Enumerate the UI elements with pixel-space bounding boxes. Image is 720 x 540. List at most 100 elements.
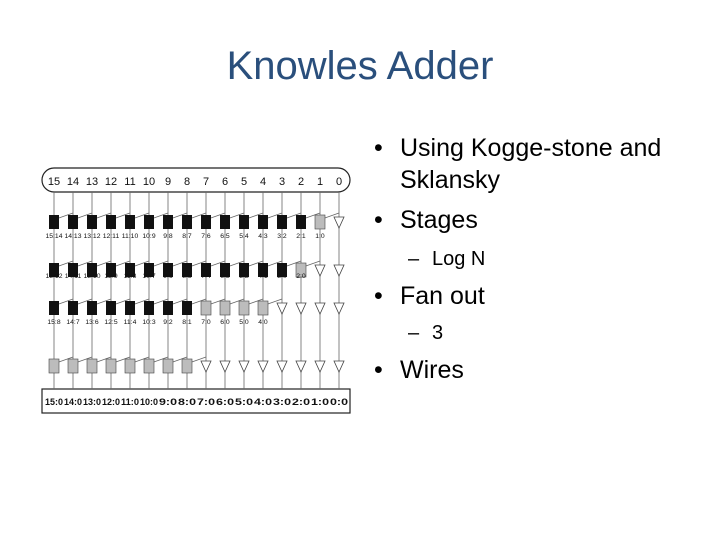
stage-label: 8:1 bbox=[182, 319, 192, 326]
gray-cell bbox=[181, 358, 193, 374]
black-cell bbox=[277, 215, 287, 229]
buffer-cell bbox=[314, 302, 326, 315]
output-label: 13:0 bbox=[83, 397, 101, 408]
output-label: 7:0 bbox=[197, 397, 215, 408]
black-cell bbox=[125, 263, 135, 277]
black-cell bbox=[125, 301, 135, 315]
stage-label: 4:3 bbox=[258, 233, 268, 240]
gray-cell bbox=[67, 358, 79, 374]
stage-label: 14:13 bbox=[64, 233, 81, 240]
black-cell bbox=[258, 215, 268, 229]
black-cell bbox=[49, 263, 59, 277]
stage-label: 7:6 bbox=[201, 233, 211, 240]
buffer-cell bbox=[314, 360, 326, 373]
buffer-cell bbox=[276, 360, 288, 373]
sub-bullet-3-text: 3 bbox=[432, 322, 444, 344]
stage-label: 12:11 bbox=[103, 233, 120, 240]
bullet-dot: • bbox=[374, 282, 383, 310]
output-label: 5:0 bbox=[235, 397, 253, 408]
input-bus bbox=[41, 167, 351, 193]
output-label: 0:0 bbox=[330, 397, 348, 408]
black-cell bbox=[277, 263, 287, 277]
bullet-1-text-cont: Sklansky bbox=[400, 166, 501, 194]
black-cell bbox=[163, 301, 173, 315]
black-cell bbox=[87, 301, 97, 315]
stage-label: 6:3 bbox=[220, 273, 230, 280]
stage-label: 9:2 bbox=[163, 319, 173, 326]
gray-cell bbox=[314, 214, 326, 230]
input-bit-label: 4 bbox=[260, 176, 266, 188]
black-cell bbox=[68, 215, 78, 229]
output-label: 6:0 bbox=[216, 397, 234, 408]
output-label: 15:0 bbox=[45, 397, 63, 408]
gray-cell bbox=[257, 300, 269, 316]
input-bit-label: 12 bbox=[105, 176, 117, 188]
sub-bullet-2-text: Log N bbox=[432, 248, 486, 270]
input-bit-label: 2 bbox=[298, 176, 304, 188]
stage-label: 5:2 bbox=[239, 273, 249, 280]
input-bit-label: 8 bbox=[184, 176, 190, 188]
input-bit-label: 1 bbox=[317, 176, 323, 188]
bullet-4-text: Wires bbox=[400, 356, 464, 384]
stage-label: 3:0 bbox=[277, 273, 287, 280]
black-cell bbox=[106, 301, 116, 315]
stage-label: 7:0 bbox=[201, 319, 211, 326]
buffer-cell bbox=[295, 302, 307, 315]
black-cell bbox=[144, 215, 154, 229]
black-cell bbox=[258, 263, 268, 277]
gray-cell bbox=[200, 300, 212, 316]
input-bit-label: 10 bbox=[143, 176, 155, 188]
bullet-dot: • bbox=[374, 134, 383, 162]
output-label: 3:0 bbox=[273, 397, 291, 408]
buffer-cell bbox=[314, 264, 326, 277]
black-cell bbox=[87, 215, 97, 229]
black-cell bbox=[182, 301, 192, 315]
buffer-cell bbox=[257, 360, 269, 373]
stage-label: 5:0 bbox=[239, 319, 249, 326]
output-label: 9:0 bbox=[159, 397, 177, 408]
gray-cell bbox=[219, 300, 231, 316]
gray-cell bbox=[105, 358, 117, 374]
buffer-cell bbox=[295, 360, 307, 373]
input-bit-label: 11 bbox=[124, 176, 135, 188]
stage-label: 10:9 bbox=[142, 233, 155, 240]
stage-label: 5:4 bbox=[239, 233, 249, 240]
stage-label: 8:5 bbox=[182, 273, 192, 280]
buffer-cell bbox=[238, 360, 250, 373]
gray-cell bbox=[86, 358, 98, 374]
black-cell bbox=[49, 301, 59, 315]
stage-label: 10:3 bbox=[142, 319, 155, 326]
gray-cell bbox=[48, 358, 60, 374]
buffer-cell bbox=[333, 302, 345, 315]
stage-label: 6:0 bbox=[220, 319, 230, 326]
black-cell bbox=[125, 215, 135, 229]
black-cell bbox=[106, 263, 116, 277]
black-cell bbox=[239, 263, 249, 277]
black-cell bbox=[201, 263, 211, 277]
stage-label: 11:4 bbox=[124, 319, 137, 326]
stage-label: 4:1 bbox=[258, 273, 268, 280]
input-bit-label: 7 bbox=[203, 176, 209, 188]
stage-label: 12:5 bbox=[104, 319, 117, 326]
gray-cell bbox=[124, 358, 136, 374]
black-cell bbox=[182, 215, 192, 229]
black-cell bbox=[106, 215, 116, 229]
black-cell bbox=[144, 263, 154, 277]
black-cell bbox=[182, 263, 192, 277]
output-label: 14:0 bbox=[64, 397, 82, 408]
black-cell bbox=[68, 263, 78, 277]
output-bus bbox=[41, 388, 351, 414]
bullet-2-text: Stages bbox=[400, 206, 478, 234]
stage-label: 13:6 bbox=[85, 319, 98, 326]
stage-label: 9:8 bbox=[163, 233, 173, 240]
stage-label: 12:9 bbox=[104, 273, 117, 280]
sub-bullet-dash: – bbox=[408, 322, 420, 344]
stage-label: 2:0 bbox=[296, 273, 306, 280]
bullet-1-text: Using Kogge-stone and bbox=[400, 134, 662, 162]
output-label: 4:0 bbox=[254, 397, 272, 408]
sub-bullet-dash: – bbox=[408, 248, 420, 270]
input-bit-label: 13 bbox=[86, 176, 98, 188]
output-label: 10:0 bbox=[140, 397, 158, 408]
